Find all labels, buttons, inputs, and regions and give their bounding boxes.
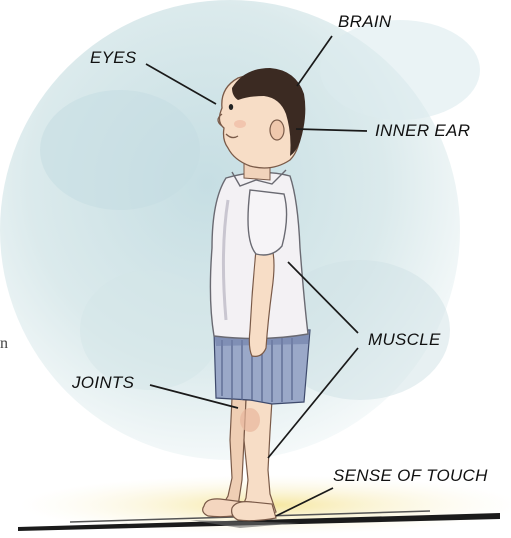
cropped-text-fragment: n xyxy=(0,335,8,353)
label-brain: BRAIN xyxy=(338,12,391,32)
label-muscle: MUSCLE xyxy=(368,330,441,350)
label-inner-ear: INNER EAR xyxy=(375,121,470,141)
label-sense-of-touch: SENSE OF TOUCH xyxy=(333,466,488,486)
label-joints: JOINTS xyxy=(72,373,134,393)
label-eyes: EYES xyxy=(90,48,137,68)
